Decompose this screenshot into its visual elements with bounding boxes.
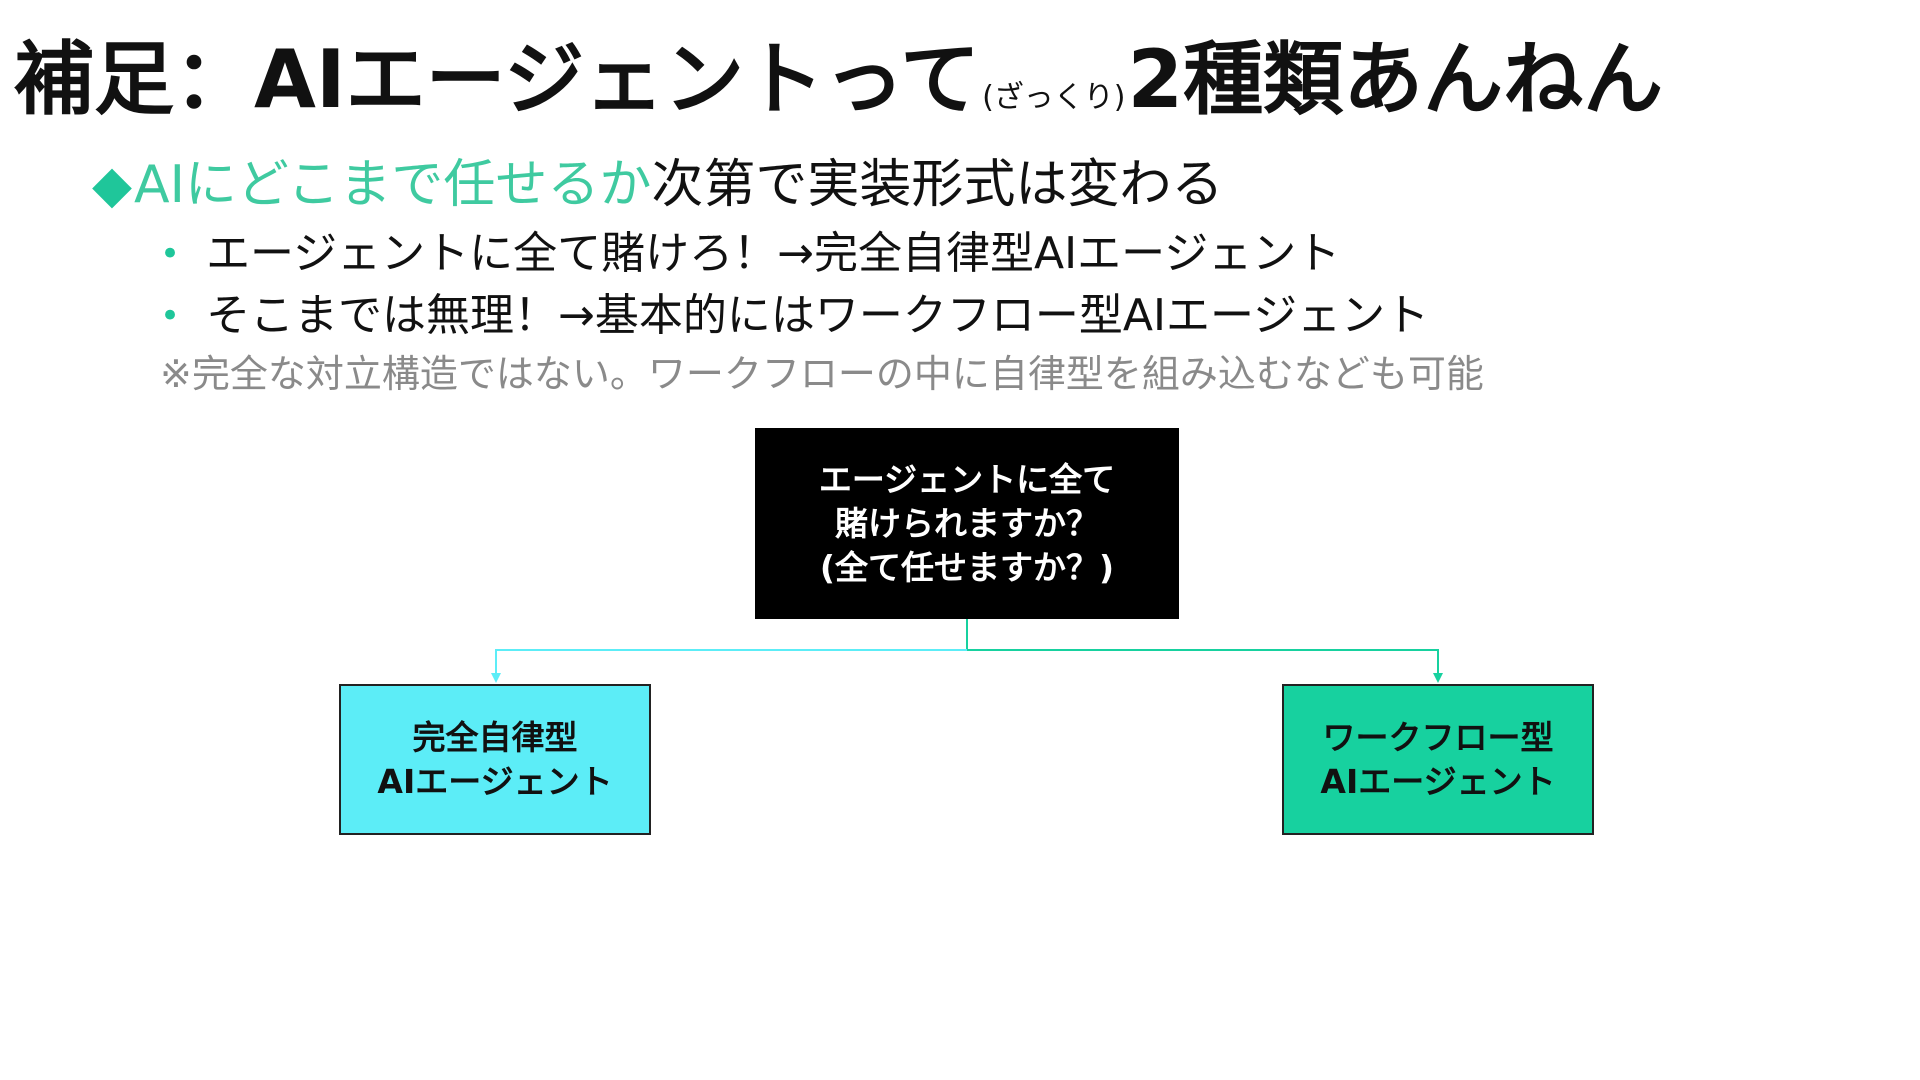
connector-to-right [967, 649, 1443, 683]
decision-node-line-2: 賭けられますか？ [835, 503, 1099, 543]
decision-node-line-3: (全て任せますか？) [819, 547, 1115, 587]
lead-rest-text: 次第で実装形式は変わる [651, 155, 1224, 215]
decision-node: エージェントに全て 賭けられますか？ (全て任せますか？) [755, 428, 1179, 619]
title-main-part1: 補足：AIエージェントって [14, 33, 981, 126]
workflow-agent-line-1: ワークフロー型 [1322, 717, 1554, 757]
footnote: ※完全な対立構造ではない。ワークフローの中に自律型を組み込むなども可能 [160, 352, 1484, 396]
diamond-icon: ◆ [92, 155, 132, 215]
sub-bullet-1: • エージェントに全て賭けろ！→完全自律型AIエージェント [160, 226, 1340, 282]
slide-title: 補足：AIエージェントって (ざっくり) 2種類あんねん [14, 30, 1663, 130]
workflow-agent-line-2: AIエージェント [1320, 761, 1556, 801]
lead-accent-text: AIにどこまで任せるか [134, 155, 652, 215]
title-small-note: (ざっくり) [982, 80, 1126, 115]
lead-bullet: ◆ AIにどこまで任せるか 次第で実装形式は変わる [92, 150, 1223, 220]
bullet-dot-icon: • [160, 234, 181, 274]
decision-node-line-1: エージェントに全て [818, 459, 1116, 499]
autonomous-agent-node: 完全自律型 AIエージェント [339, 684, 651, 835]
connector-to-left [491, 649, 967, 683]
workflow-agent-node: ワークフロー型 AIエージェント [1282, 684, 1594, 835]
autonomous-agent-line-1: 完全自律型 [412, 717, 578, 757]
sub-bullet-text: そこまでは無理！→基本的にはワークフロー型AIエージェント [206, 290, 1430, 341]
title-main-part2: 2種類あんねん [1127, 33, 1664, 126]
sub-bullet-2: • そこまでは無理！→基本的にはワークフロー型AIエージェント [160, 288, 1429, 344]
autonomous-agent-line-2: AIエージェント [377, 761, 613, 801]
sub-bullet-text: エージェントに全て賭けろ！→完全自律型AIエージェント [206, 228, 1341, 279]
bullet-dot-icon: • [160, 296, 181, 336]
